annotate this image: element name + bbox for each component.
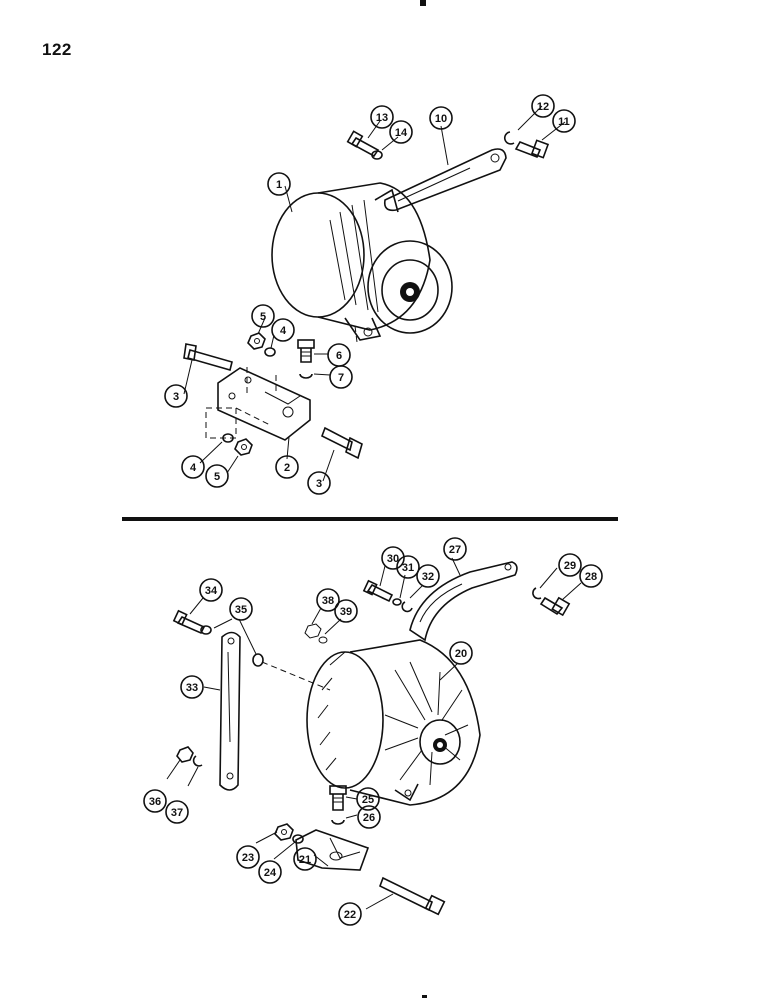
bolt-13	[346, 130, 380, 158]
callout-32: 32	[422, 571, 434, 583]
callout-2: 2	[284, 462, 290, 474]
adjusting-strap-27	[409, 561, 518, 642]
callout-31: 31	[402, 562, 414, 574]
lockwasher-26	[331, 819, 345, 825]
callout-39: 39	[340, 606, 352, 618]
callout-25: 25	[362, 794, 374, 806]
top-edge-mark	[420, 0, 426, 6]
callout-29: 29	[564, 560, 576, 572]
callout-14: 14	[395, 127, 408, 139]
callout-5a: 5	[260, 311, 266, 323]
bolt-34	[172, 609, 206, 635]
callout-11: 11	[558, 116, 570, 128]
callout-22: 22	[344, 909, 356, 921]
callout-20: 20	[455, 648, 467, 660]
callout-38: 38	[322, 595, 334, 607]
washer-4-lower	[222, 433, 234, 443]
bolt-6	[297, 339, 315, 363]
section-divider	[122, 517, 618, 521]
callout-3a: 3	[173, 391, 179, 403]
bolt-28	[539, 596, 571, 617]
bolt-11	[514, 139, 550, 159]
callout-4b: 4	[190, 462, 197, 474]
callout-12: 12	[537, 101, 549, 113]
mounting-bracket-21	[295, 829, 370, 871]
callout-30: 30	[387, 553, 399, 565]
lockwasher-29	[532, 587, 542, 600]
callout-28: 28	[585, 571, 597, 583]
bolt-25	[329, 785, 347, 811]
callout-5b: 5	[214, 471, 220, 483]
bolt-30	[362, 579, 394, 603]
callouts: 1 2 3 3 4 4 5 5 6 7 10 11 12 13 14 20 21…	[143, 94, 603, 926]
callout-37: 37	[171, 807, 183, 819]
callout-7: 7	[338, 372, 344, 384]
nut-36	[176, 746, 194, 763]
nut-38	[304, 623, 322, 639]
nut-23	[274, 823, 294, 841]
lockwasher-32	[401, 601, 413, 613]
washer-35-upper	[200, 625, 212, 635]
mounting-bracket-2	[205, 367, 311, 441]
callout-23: 23	[242, 852, 254, 864]
washer-4-upper	[264, 347, 276, 357]
alternator-upper	[271, 182, 453, 341]
callout-4a: 4	[280, 325, 287, 337]
washer-35-lower	[252, 653, 264, 667]
callout-6: 6	[336, 350, 342, 362]
callout-21: 21	[299, 854, 311, 866]
bolt-3-lower	[320, 426, 363, 460]
callout-26: 26	[363, 812, 375, 824]
washer-24	[292, 834, 304, 844]
washer-39	[318, 636, 328, 644]
lockwasher-12	[504, 131, 515, 145]
callout-1: 1	[276, 179, 282, 191]
callout-10: 10	[435, 113, 447, 125]
callout-35a: 35	[235, 604, 247, 616]
callout-36: 36	[149, 796, 161, 808]
alternator-lower	[306, 639, 481, 806]
long-bolt-22	[378, 876, 446, 916]
callout-34: 34	[205, 585, 218, 597]
bolt-3-upper	[183, 343, 233, 371]
callout-27: 27	[449, 544, 461, 556]
adjusting-strap-33	[219, 631, 241, 791]
page-number: 122	[42, 40, 72, 59]
washer-31	[392, 598, 402, 606]
lockwasher-37	[192, 755, 203, 767]
adjusting-strap-10	[383, 148, 507, 212]
nut-5-lower	[234, 438, 253, 456]
nut-5-upper	[247, 332, 266, 350]
callout-3b: 3	[316, 478, 322, 490]
callout-13: 13	[376, 112, 388, 124]
washer-14	[371, 150, 383, 160]
callout-33: 33	[186, 682, 198, 694]
lockwasher-7	[299, 373, 313, 379]
bottom-edge-mark	[422, 995, 427, 998]
callout-24: 24	[264, 867, 277, 879]
